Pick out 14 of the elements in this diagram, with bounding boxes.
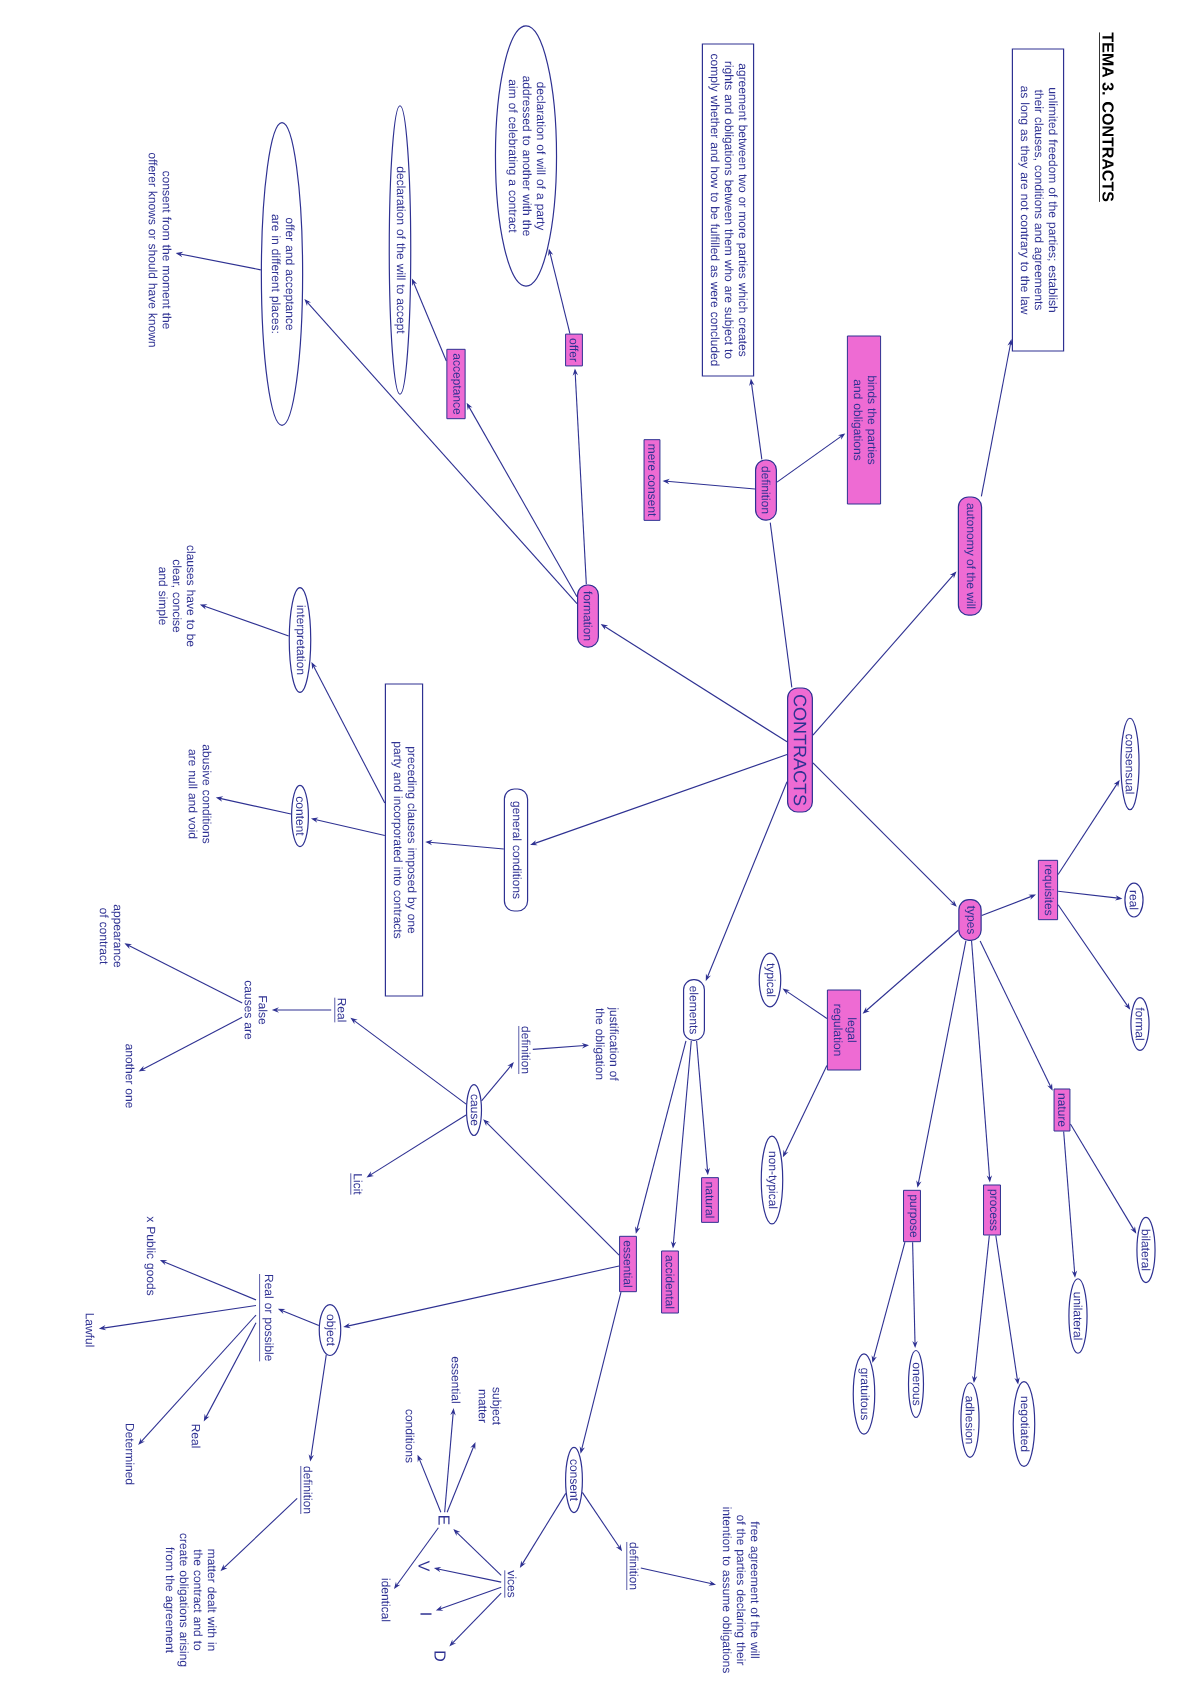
idea-cloud: CONTRACTS <box>787 687 813 813</box>
initial-letter: D <box>434 1651 446 1661</box>
arrow <box>981 894 1036 917</box>
initial-letter: E <box>438 1516 450 1525</box>
arrow <box>446 1442 476 1513</box>
arrow <box>812 762 957 907</box>
arrow <box>394 1527 439 1589</box>
arrow <box>453 1529 502 1576</box>
initial-letter: V <box>418 1560 430 1572</box>
title: TEMA 3. CONTRACTS <box>1099 32 1114 203</box>
initial-letter: I <box>420 1613 432 1615</box>
arrow <box>481 1062 514 1102</box>
arrow <box>138 1314 257 1445</box>
arrow <box>483 1119 620 1256</box>
